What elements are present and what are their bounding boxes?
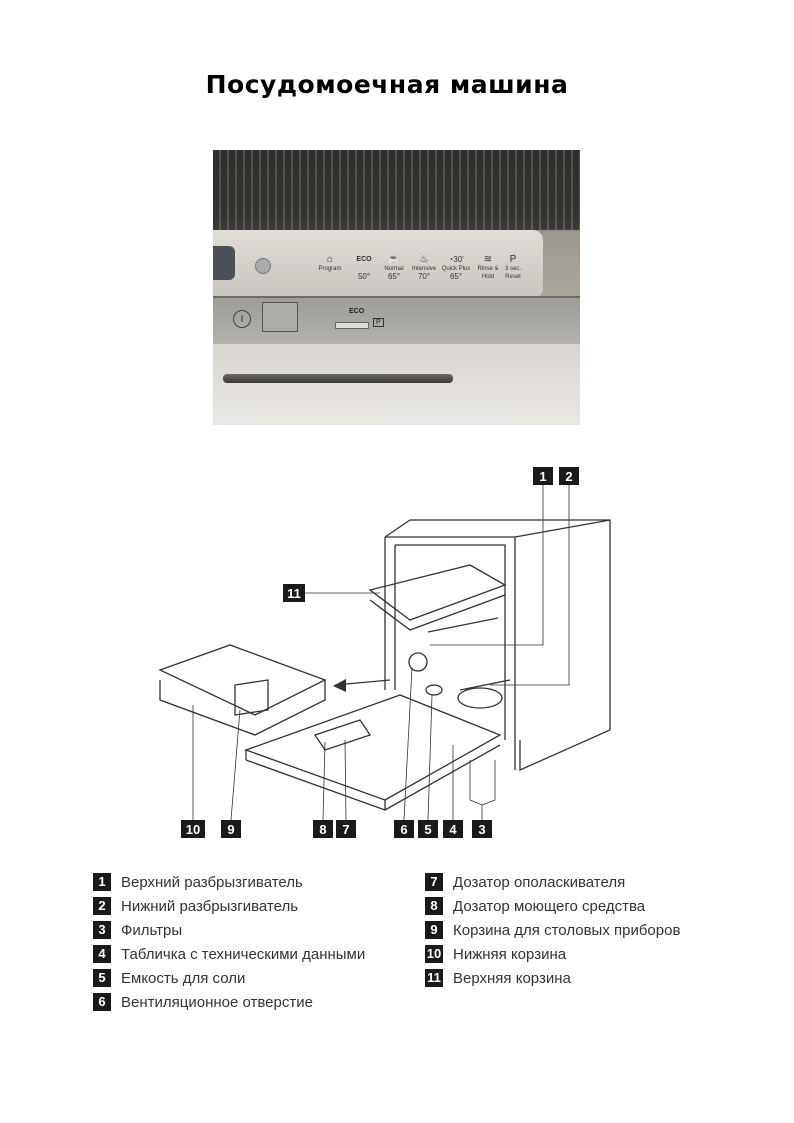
svg-text:3: 3 <box>478 822 485 837</box>
door-handle-image <box>223 374 453 383</box>
program-button[interactable] <box>335 322 369 329</box>
callout-1: 1 <box>533 467 553 485</box>
svg-text:8: 8 <box>319 822 326 837</box>
dishwasher-diagram: 1 2 3 4 5 6 7 8 9 10 11 <box>158 467 611 838</box>
callout-10: 10 <box>181 820 205 838</box>
callout-9: 9 <box>221 820 241 838</box>
screw-icon <box>255 258 271 274</box>
callout-6: 6 <box>394 820 414 838</box>
svg-text:1: 1 <box>539 469 546 484</box>
display-window <box>262 302 298 332</box>
svg-text:9: 9 <box>227 822 234 837</box>
callout-8: 8 <box>313 820 333 838</box>
callouts: 1 2 3 4 5 6 7 8 9 10 11 <box>181 467 579 838</box>
callout-3: 3 <box>472 820 492 838</box>
svg-text:10: 10 <box>186 822 200 837</box>
arrow-icon <box>333 679 346 692</box>
callout-5: 5 <box>418 820 438 838</box>
svg-text:6: 6 <box>400 822 407 837</box>
svg-text:4: 4 <box>449 822 457 837</box>
page-title: Посудомоечная машина <box>205 70 569 99</box>
eco-indicator: ECO <box>349 308 365 315</box>
svg-text:5: 5 <box>424 822 431 837</box>
callout-7: 7 <box>336 820 356 838</box>
program-rinse-hold: ≋Rinse & Hold <box>477 254 499 280</box>
svg-text:11: 11 <box>287 586 301 601</box>
power-button[interactable]: I <box>233 310 251 328</box>
callout-11: 11 <box>283 584 305 602</box>
svg-text:2: 2 <box>565 469 572 484</box>
knob-image <box>213 246 235 280</box>
program-program: ⌂Program <box>318 254 342 272</box>
callout-2: 2 <box>559 467 579 485</box>
upper-rack-image <box>213 150 580 230</box>
program-eco: ECO 50° <box>356 256 372 281</box>
svg-text:7: 7 <box>342 822 349 837</box>
program-p-icon: P <box>373 318 384 327</box>
floor-image <box>213 344 580 425</box>
callout-4: 4 <box>443 820 463 838</box>
